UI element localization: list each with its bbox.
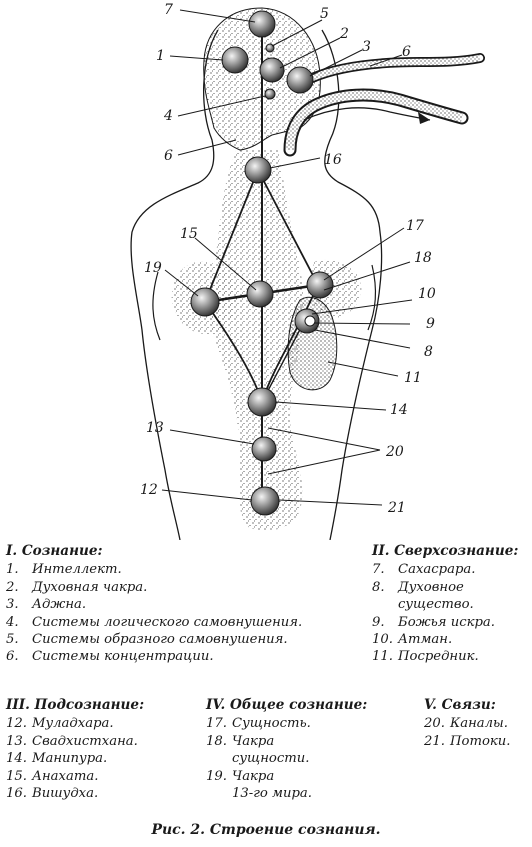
callout-18: 18 [414, 250, 432, 266]
legend-item: 3.Аджна. [6, 597, 87, 613]
callout-4: 4 [163, 108, 173, 124]
spine-field [208, 150, 305, 531]
legend-header: II. Сверхсознание: [372, 543, 519, 559]
callout-13: 13 [146, 420, 164, 436]
body-outline [130, 29, 383, 540]
callout-16: 16 [324, 152, 342, 168]
intellect-sphere [221, 46, 249, 74]
callout-14: 14 [390, 402, 408, 418]
muladhara-chakra [250, 486, 280, 516]
legend-item: 21.Потоки. [424, 733, 511, 749]
legend-item: 20.Каналы. [424, 716, 508, 732]
callout-7: 7 [164, 2, 173, 18]
legend-item: 11.Посредник. [372, 649, 479, 665]
legend-header: III. Подсознание: [6, 697, 145, 713]
legend-subconsciousness: III. Подсознание: 12.Муладхара. 13.Свадх… [6, 697, 144, 802]
essence-chakra [306, 271, 334, 299]
legend-item: 6.Системы концентрации. [6, 649, 214, 665]
consciousness-diagram: 7 5 1 2 3 6 4 6 16 15 17 18 19 10 9 8 11… [130, 2, 485, 540]
callout-2: 2 [339, 26, 349, 42]
callout-12: 12 [140, 482, 158, 498]
callout-3: 3 [362, 39, 371, 55]
callout-20: 20 [385, 444, 404, 460]
legend-header: V. Связи: [424, 697, 496, 713]
callout-15: 15 [180, 226, 198, 242]
legend-item: 10.Атман. [372, 632, 453, 648]
callout-10: 10 [418, 286, 436, 302]
figure-caption: Рис. 2. Строение сознания. [151, 822, 381, 838]
logical-system [264, 88, 276, 100]
legend-item: 16.Вишудха. [6, 786, 99, 802]
legend-item: 1.Интеллект. [6, 562, 122, 578]
callout-17: 17 [406, 218, 424, 234]
sahasrara-chakra [248, 10, 276, 38]
legend-item: 5.Системы образного самовнушения. [6, 632, 288, 648]
legend-item: 2.Духовная чакра. [6, 579, 148, 595]
callout-21: 21 [387, 500, 406, 516]
legend-common-consciousness: IV. Общее сознание: 17.Сущность. 18.Чакр… [206, 697, 367, 802]
legend-item: 17.Сущность. [206, 716, 311, 732]
legend-item: 18.Чакра сущности. [206, 733, 310, 767]
legend-header: I. Сознание: [6, 543, 103, 559]
callout-8: 8 [424, 344, 433, 360]
callout-11: 11 [404, 370, 422, 386]
svadhisthana-chakra [251, 436, 277, 462]
spiritual-chakra [259, 57, 285, 83]
manipura-chakra [247, 387, 277, 417]
callout-5: 5 [320, 6, 329, 22]
callout-6-top: 6 [402, 44, 411, 60]
legend-links: V. Связи: 20.Каналы. 21.Потоки. [424, 697, 510, 750]
legend-item: 13.Свадхистхана. [6, 733, 138, 749]
legend-consciousness: I. Сознание: 1.Интеллект. 2.Духовная чак… [6, 543, 302, 666]
legend-item: 15.Анахата. [6, 768, 99, 784]
atman [304, 315, 316, 327]
flow-arrow [418, 112, 430, 124]
callout-1: 1 [156, 48, 165, 64]
legend-item: 9.Божья искра. [372, 614, 495, 630]
ajna-chakra [286, 66, 314, 94]
legend-item: 8.Духовное существо. [372, 579, 474, 613]
anahata-chakra [246, 280, 274, 308]
callout-9: 9 [426, 316, 435, 332]
chakra-13-world [190, 287, 220, 317]
channels [204, 30, 319, 500]
legend-item: 4.Системы логического самовнушения. [6, 614, 303, 630]
callout-6-neck: 6 [164, 148, 173, 164]
vishuddha-chakra [244, 156, 272, 184]
legend-item: 7.Сахасрара. [372, 562, 476, 578]
legend-item: 12.Муладхара. [6, 716, 114, 732]
callout-19: 19 [144, 260, 162, 276]
legend-superconsciousness: II. Сверхсознание: 7.Сахасрара. 8.Духовн… [372, 543, 518, 666]
legend-header: IV. Общее сознание: [206, 697, 368, 713]
legend-item: 19.Чакра 13-го мира. [206, 768, 312, 802]
leader-lines [161, 9, 413, 506]
callout-numbers: 7 5 1 2 3 6 4 6 16 15 17 18 19 10 9 8 11… [140, 2, 436, 516]
legend-item: 14.Манипура. [6, 751, 108, 767]
